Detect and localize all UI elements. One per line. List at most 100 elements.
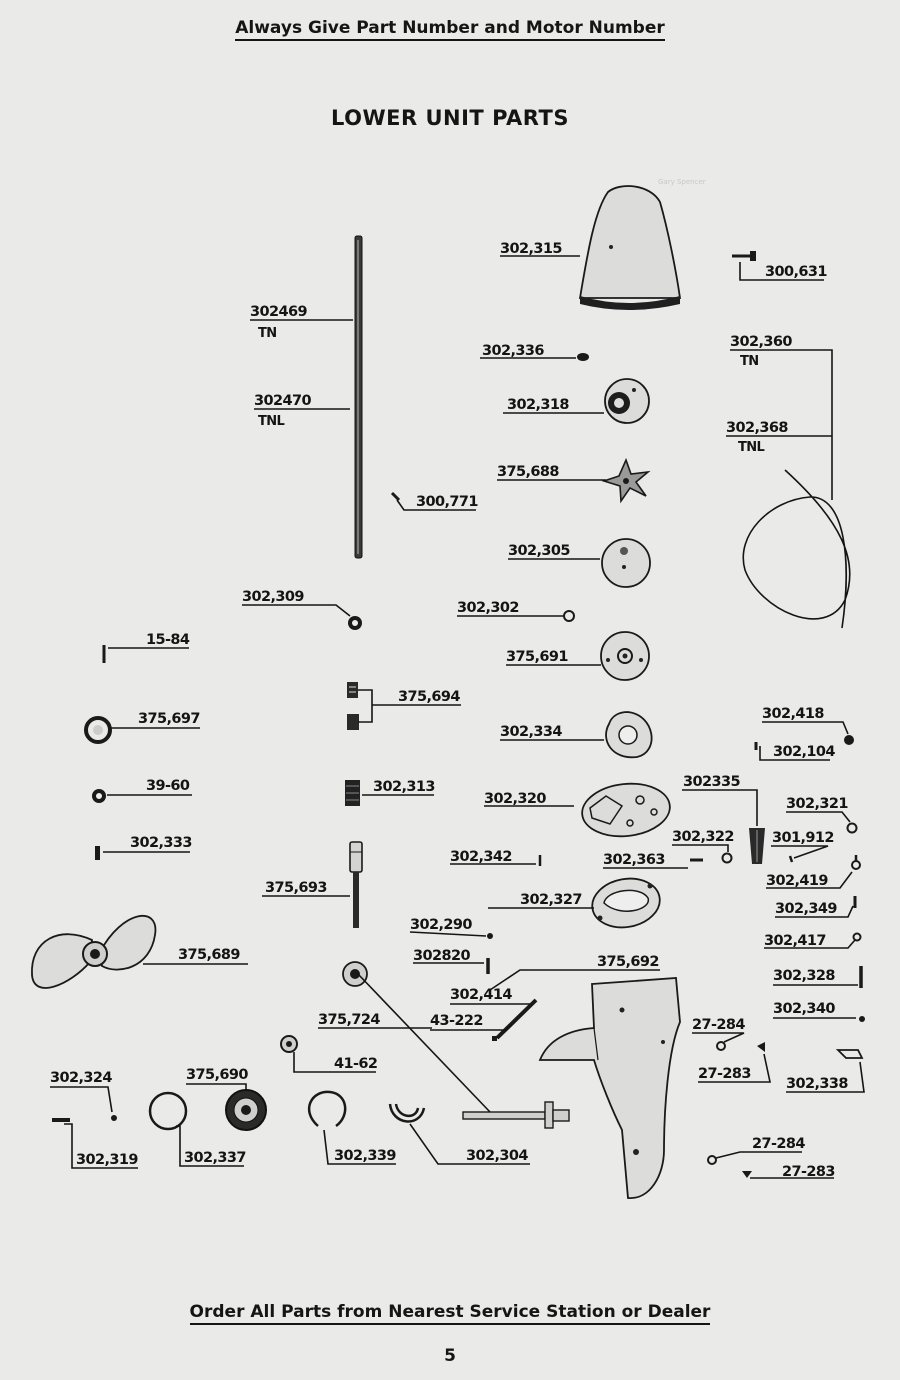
part-label: 375,692 [597, 954, 659, 970]
part-label: 302,349 [775, 901, 837, 917]
part-label: 302,320 [484, 791, 546, 807]
washer-part [280, 1035, 298, 1053]
grommet-part [749, 828, 765, 864]
part-label: 302,363 [603, 852, 665, 868]
pin-part [390, 491, 401, 502]
small-washer-part [859, 1016, 865, 1022]
part-label: 302,318 [507, 397, 569, 413]
shift-clip-part [388, 1103, 426, 1123]
o-ring-part [148, 1091, 188, 1131]
part-label: 302,104 [773, 744, 835, 760]
part-label: 302,414 [450, 987, 512, 1003]
part-label: 302,327 [520, 892, 582, 908]
gear-part [225, 1089, 267, 1131]
propeller-part [31, 915, 157, 989]
part-label: 302,315 [500, 241, 562, 257]
o-ring-part [846, 822, 858, 834]
watermark-text: Gary Spencer [658, 178, 706, 186]
part-label: 302820 [413, 948, 470, 964]
part-label: 375,688 [497, 464, 559, 480]
impeller-part [601, 457, 651, 504]
part-label: 302,418 [762, 706, 824, 722]
part-label: 302,333 [130, 835, 192, 851]
gasket-part [581, 782, 671, 838]
part-label: 302469 [250, 304, 307, 320]
spring-part [345, 780, 360, 806]
part-label: TNL [738, 440, 765, 455]
pump-plate-part [601, 538, 651, 588]
snap-ring-part [307, 1090, 347, 1128]
pin-part [95, 846, 100, 860]
retaining-clip-part [84, 716, 112, 744]
o-ring-part [716, 1041, 726, 1051]
propeller-shaft-part [462, 1101, 570, 1129]
nut-part [577, 353, 589, 361]
part-label: 375,691 [506, 649, 568, 665]
page-title: LOWER UNIT PARTS [331, 106, 569, 130]
small-washer-part [111, 1115, 117, 1121]
part-label: 300,631 [765, 264, 827, 280]
gasket-part [591, 877, 661, 929]
part-label: 302,339 [334, 1148, 396, 1164]
pump-housing-plate-part [605, 711, 653, 759]
small-washer-part [852, 932, 862, 942]
part-label: 27-283 [782, 1164, 835, 1180]
part-label: 375,689 [178, 947, 240, 963]
part-label: 302,417 [764, 933, 826, 949]
header-text: Always Give Part Number and Motor Number [0, 18, 900, 41]
part-label: 375,724 [318, 1012, 380, 1028]
leader-lines [50, 255, 865, 1179]
part-label: 302,337 [184, 1150, 246, 1166]
fitting-part [835, 1049, 864, 1059]
shift-link-part [492, 998, 538, 1041]
part-label: 375,690 [186, 1067, 248, 1083]
bearing-part [342, 961, 368, 987]
part-label: TN [258, 326, 277, 341]
part-label: 301,912 [772, 830, 834, 846]
part-label: 41-62 [334, 1056, 377, 1072]
part-label: 302,324 [50, 1070, 112, 1086]
part-labels: 302,315 300,631 302469 TN 302470 TNL 302… [50, 241, 849, 1180]
part-label: 375,694 [398, 689, 460, 705]
screw-part [732, 251, 756, 261]
part-label: 302,340 [773, 1001, 835, 1017]
part-label: 302,338 [786, 1076, 848, 1092]
part-label: 302,321 [786, 796, 848, 812]
page-number: 5 [444, 1346, 456, 1366]
part-label: 302,342 [450, 849, 512, 865]
part-label: 27-283 [698, 1066, 751, 1082]
part-label: TN [740, 354, 759, 369]
part-label: 43-222 [430, 1013, 483, 1029]
spring-set-part [347, 682, 359, 730]
part-label: TNL [258, 414, 285, 429]
part-label: 15-84 [146, 632, 190, 648]
fitting-part [851, 855, 861, 870]
water-tube-coil-part [742, 469, 851, 629]
part-label: 302,309 [242, 589, 304, 605]
pump-cover-part [604, 378, 650, 424]
part-label: 302,304 [466, 1148, 528, 1164]
footer-text: Order All Parts from Nearest Service Sta… [0, 1302, 900, 1325]
plug-part [757, 1042, 765, 1052]
o-ring-part [707, 1155, 717, 1165]
part-label: 302,302 [457, 600, 519, 616]
part-label: 302,368 [726, 420, 788, 436]
part-label: 302470 [254, 393, 311, 409]
part-label: 375,693 [265, 880, 327, 896]
part-label: 302,328 [773, 968, 835, 984]
part-label: 302,334 [500, 724, 562, 740]
shift-rod-part [349, 841, 363, 928]
small-pin-part [788, 855, 794, 863]
part-label: 27-284 [752, 1136, 805, 1152]
part-label: 302,336 [482, 343, 544, 359]
small-washer-part [563, 610, 575, 622]
part-label: 300,771 [416, 494, 478, 510]
part-label: 302,322 [672, 829, 734, 845]
part-label: 302,419 [766, 873, 828, 889]
part-label: 302335 [683, 774, 740, 790]
part-label: 27-284 [692, 1017, 745, 1033]
washer-part [348, 616, 362, 630]
washer-part [721, 852, 733, 864]
